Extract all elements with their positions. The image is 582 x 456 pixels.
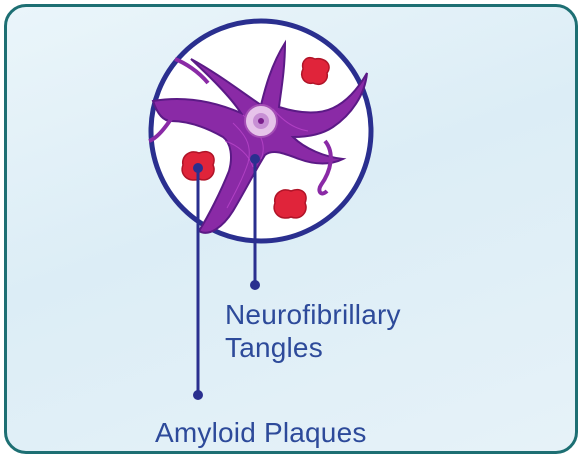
tangles-label-line2: Tangles bbox=[225, 332, 323, 364]
neuron-diagram bbox=[7, 7, 575, 451]
diagram-frame: Neurofibrillary Tangles Amyloid Plaques bbox=[4, 4, 578, 454]
plaques-label: Amyloid Plaques bbox=[155, 417, 367, 449]
nucleus-icon bbox=[245, 105, 277, 137]
tangles-label-line1: Neurofibrillary bbox=[225, 299, 401, 331]
